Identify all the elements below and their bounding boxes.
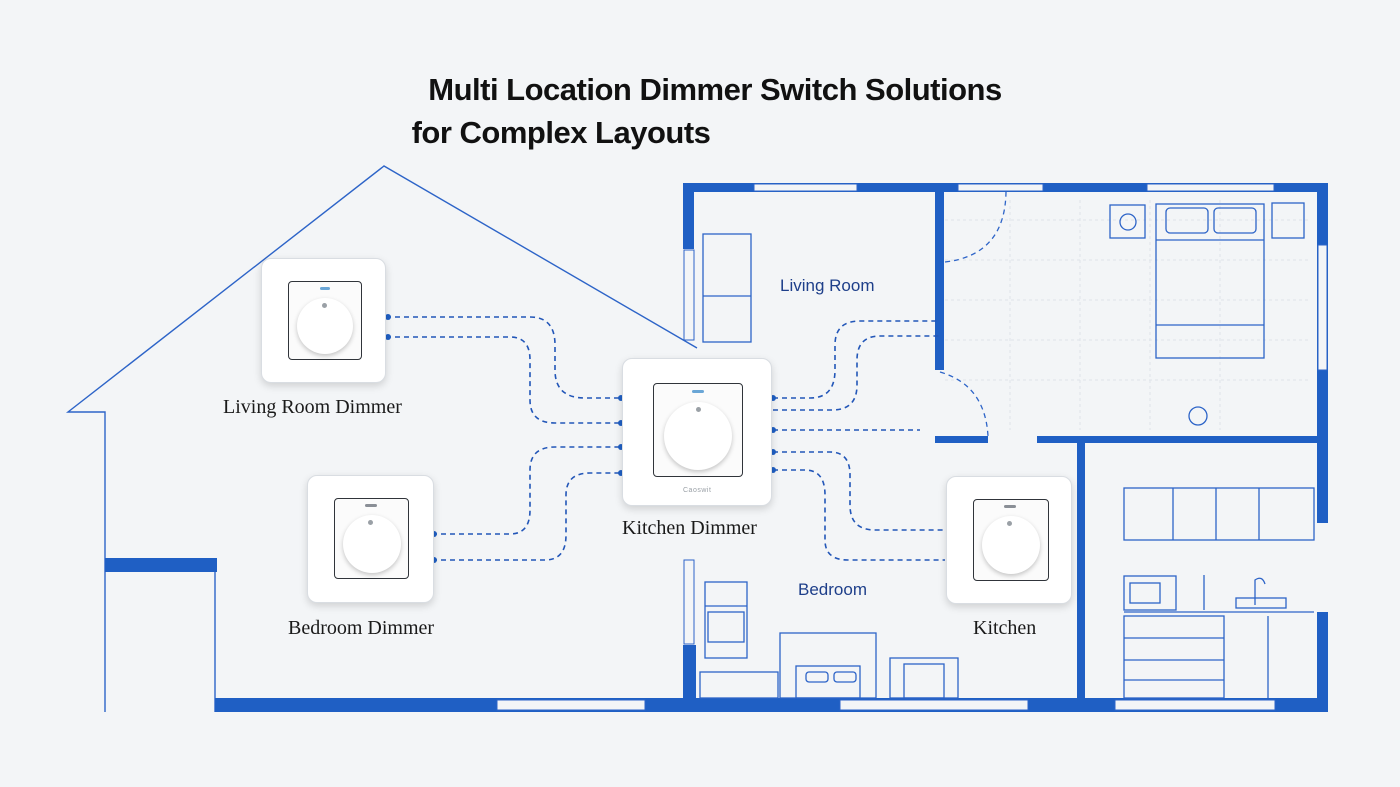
house-outline — [65, 165, 698, 712]
brand-mark: Caoswit — [683, 487, 712, 494]
knob-marker — [696, 407, 701, 412]
title-line-1: Multi Location Dimmer Switch Solutions — [428, 72, 1002, 107]
switch-plate — [653, 383, 743, 477]
living-room-dimmer-switch[interactable] — [261, 258, 386, 383]
switch-plate — [973, 499, 1049, 581]
grid-lines — [945, 200, 1310, 430]
switch-plate — [334, 498, 409, 579]
indicator-led — [1004, 505, 1016, 508]
switch-plate — [288, 281, 362, 360]
wiring — [386, 316, 945, 561]
bedroom-dimmer-switch[interactable] — [307, 475, 434, 603]
kitchen-dimmer-switch[interactable]: Caoswit — [622, 358, 772, 506]
living-room-dimmer-label: Living Room Dimmer — [223, 396, 402, 418]
dimmer-knob[interactable] — [664, 402, 732, 470]
kitchen-dimmer-label: Kitchen Dimmer — [622, 517, 757, 539]
title-line-2: for Complex Layouts — [411, 115, 711, 150]
dimmer-knob[interactable] — [982, 516, 1040, 574]
kitchen-switch[interactable] — [946, 476, 1072, 604]
indicator-led — [320, 287, 330, 290]
bedroom-dimmer-label: Bedroom Dimmer — [288, 617, 435, 639]
knob-marker — [368, 520, 373, 525]
room-label-bedroom: Bedroom — [798, 580, 867, 599]
dimmer-knob[interactable] — [343, 515, 401, 573]
indicator-led — [365, 504, 377, 507]
windows — [496, 183, 1328, 711]
room-label-living-room: Living Room — [780, 276, 875, 295]
furniture — [699, 202, 1315, 699]
knob-marker — [322, 303, 327, 308]
indicator-led — [692, 390, 704, 393]
door-swings — [939, 191, 1007, 437]
knob-marker — [1007, 521, 1012, 526]
kitchen-label: Kitchen — [973, 617, 1037, 639]
